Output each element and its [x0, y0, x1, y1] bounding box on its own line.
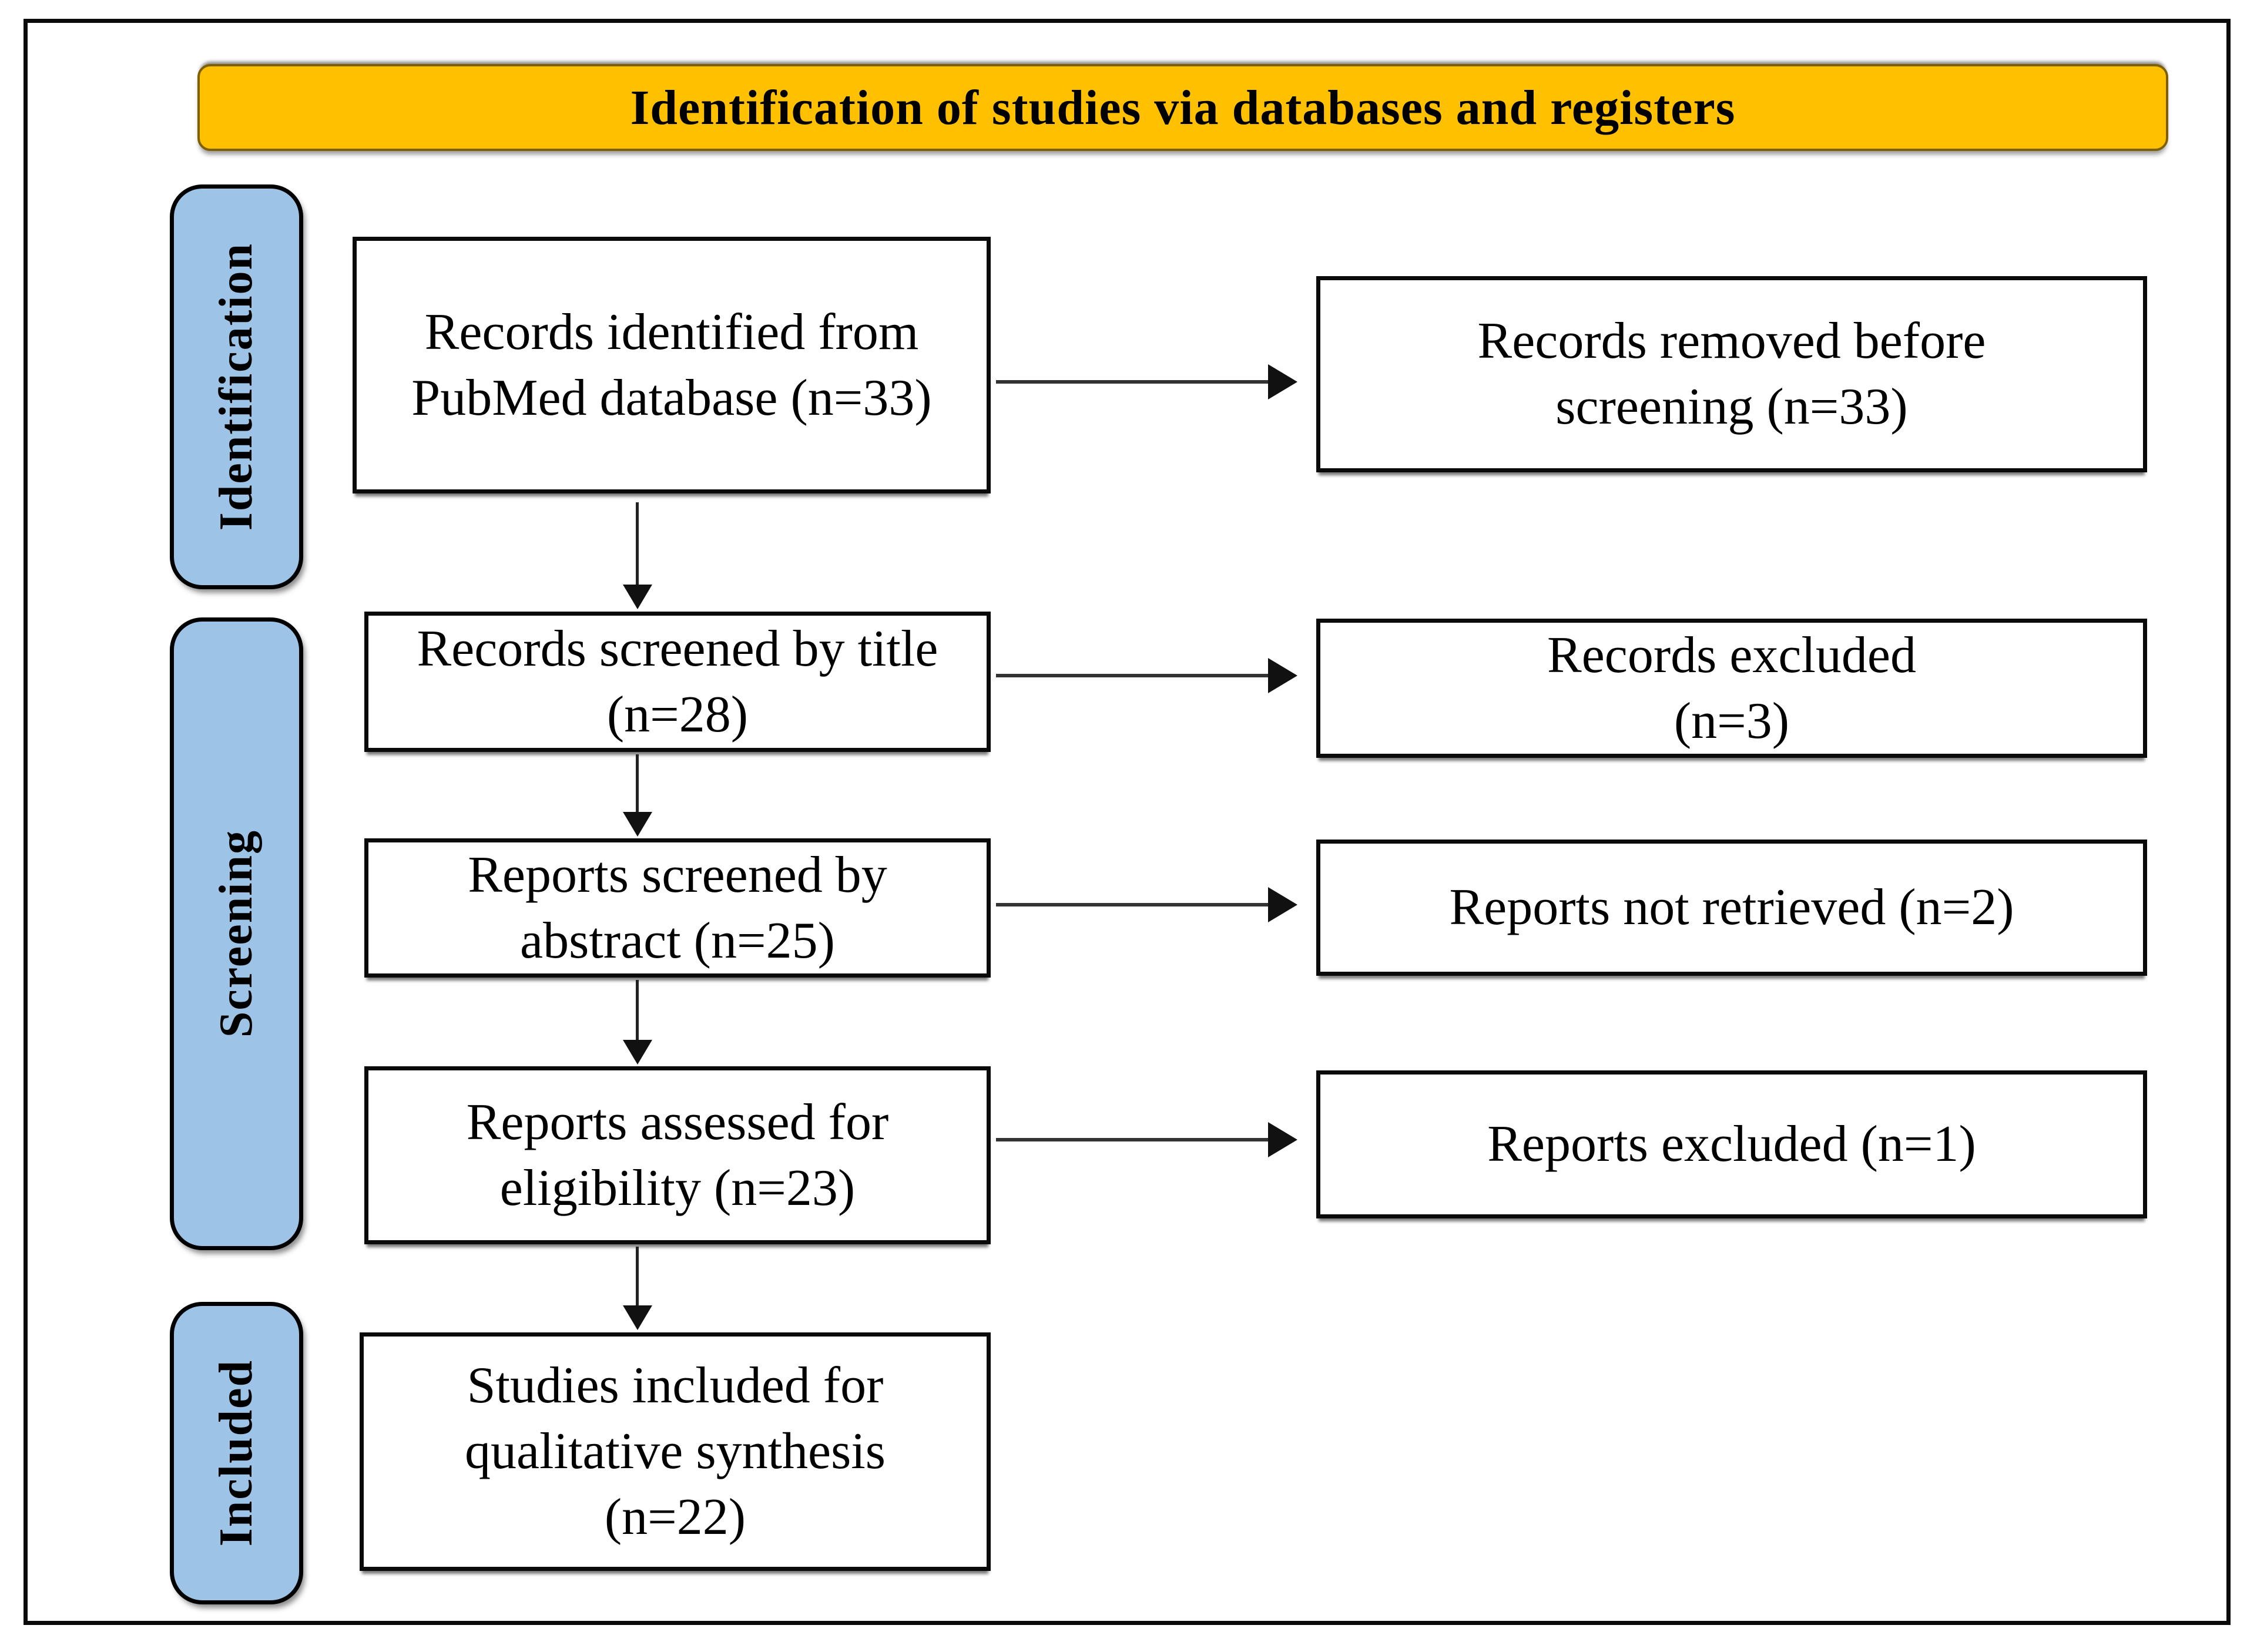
flow-box-reports-assessed-eligibility: Reports assessed for eligibility (n=23)	[364, 1066, 991, 1244]
arrow-down-3-head-icon	[623, 1040, 652, 1065]
flow-box-records-identified-text: Records identified from PubMed database …	[411, 303, 932, 427]
flow-box-reports-excluded: Reports excluded (n=1)	[1316, 1070, 2147, 1218]
arrow-down-2-head-icon	[623, 812, 652, 837]
arrow-down-4-head-icon	[623, 1305, 652, 1330]
arrow-right-row4-line	[996, 1138, 1269, 1141]
stage-label-screening: Screening	[170, 617, 303, 1250]
stage-label-identification: Identification	[170, 184, 303, 589]
flow-box-records-screened-title-text: Records screened by title (n=28)	[417, 620, 938, 743]
flow-box-studies-included-text: Studies included for qualitative synthes…	[464, 1357, 886, 1546]
arrow-down-1-line	[636, 502, 639, 586]
title-banner-label: Identification of studies via databases …	[630, 80, 1736, 135]
outer-frame	[24, 19, 2231, 1625]
flow-box-reports-excluded-text: Reports excluded (n=1)	[1487, 1116, 1976, 1173]
flow-box-reports-screened-abstract: Reports screened by abstract (n=25)	[364, 838, 991, 978]
arrow-down-4-line	[636, 1247, 639, 1307]
flow-box-studies-included: Studies included for qualitative synthes…	[360, 1332, 991, 1571]
stage-label-screening-text: Screening	[210, 830, 262, 1038]
title-banner: Identification of studies via databases …	[197, 64, 2168, 151]
stage-label-included: Included	[170, 1302, 303, 1604]
flow-box-records-screened-title: Records screened by title (n=28)	[364, 612, 991, 752]
flow-box-reports-not-retrieved: Reports not retrieved (n=2)	[1316, 840, 2147, 976]
flow-box-records-excluded: Records excluded (n=3)	[1316, 619, 2147, 758]
arrow-right-row4-head-icon	[1268, 1122, 1297, 1157]
arrow-right-row2-head-icon	[1268, 658, 1297, 693]
arrow-right-row2-line	[996, 674, 1269, 677]
stage-label-identification-text: Identification	[210, 243, 262, 531]
arrow-down-2-line	[636, 754, 639, 813]
flow-box-records-excluded-text: Records excluded (n=3)	[1547, 626, 1916, 750]
arrow-right-row1-head-icon	[1268, 364, 1297, 399]
arrow-right-row3-head-icon	[1268, 887, 1297, 922]
flow-box-reports-assessed-eligibility-text: Reports assessed for eligibility (n=23)	[466, 1093, 889, 1217]
flow-box-reports-screened-abstract-text: Reports screened by abstract (n=25)	[468, 846, 887, 969]
arrow-down-3-line	[636, 980, 639, 1041]
flow-box-records-removed-before-screening: Records removed before screening (n=33)	[1316, 276, 2147, 472]
flow-box-records-removed-before-screening-text: Records removed before screening (n=33)	[1477, 313, 1986, 435]
flow-box-records-identified: Records identified from PubMed database …	[353, 237, 991, 493]
stage-label-included-text: Included	[210, 1359, 262, 1547]
arrow-right-row3-line	[996, 903, 1269, 906]
arrow-right-row1-line	[996, 380, 1269, 384]
arrow-down-1-head-icon	[623, 585, 652, 609]
flow-box-reports-not-retrieved-text: Reports not retrieved (n=2)	[1449, 879, 2014, 936]
